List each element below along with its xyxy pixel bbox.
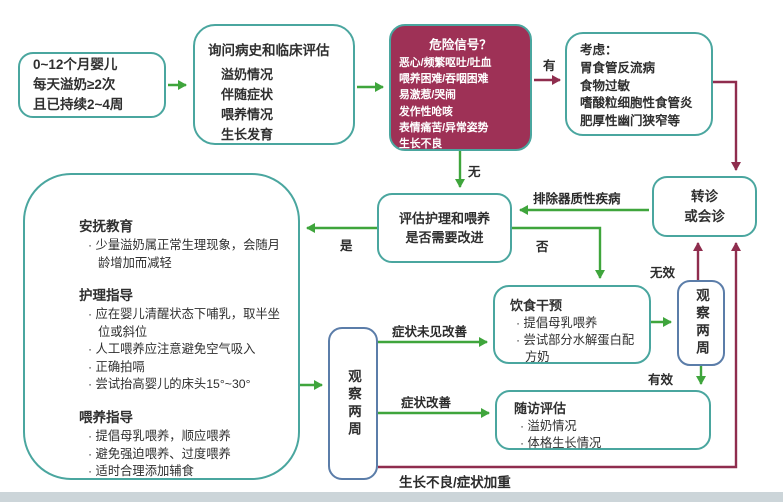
node-observe-two-weeks-mid: 观察两周 bbox=[328, 327, 378, 480]
edge-label-improve-yes: 是 bbox=[340, 239, 353, 253]
edge-label-improved: 症状改善 bbox=[401, 396, 452, 410]
node-text-line: 转诊 bbox=[691, 188, 718, 204]
edge-label-ineffective: 无效 bbox=[650, 266, 676, 280]
node-text-line: 是否需要改进 bbox=[405, 230, 484, 245]
list-item: 生长不良 bbox=[399, 137, 443, 150]
node-referral-consultation: 转诊 或会诊 bbox=[652, 176, 757, 237]
section-title: 安抚教育 bbox=[79, 219, 133, 234]
node-text-line: 每天溢奶≥2次 bbox=[33, 76, 116, 92]
node-title: 饮食干预 bbox=[510, 298, 563, 313]
arrow-consider-to-referral bbox=[713, 80, 741, 171]
edge-label-effective: 有效 bbox=[648, 373, 674, 387]
node-title: 询问病史和临床评估 bbox=[208, 43, 330, 58]
list-item: 食物过敏 bbox=[580, 78, 631, 93]
list-item: 人工喂养应注意避免空气吸入 bbox=[79, 341, 284, 359]
node-title: 观察两周 bbox=[346, 368, 361, 439]
node-evaluate-care-feeding: 评估护理和喂养 是否需要改进 bbox=[377, 193, 512, 263]
edge-label-exclude-organic: 排除器质性疾病 bbox=[533, 192, 621, 206]
list-item: 提倡母乳喂养，顺应喂养 bbox=[79, 428, 284, 446]
education-section-soothe: 安抚教育 少量溢奶属正常生理现象，会随月龄增加而减轻 bbox=[79, 215, 284, 272]
node-consider-diagnoses: 考虑： 胃食管反流病 食物过敏 嗜酸粒细胞性食管炎 肥厚性幽门狭窄等 bbox=[565, 32, 713, 136]
node-diet-intervention: 饮食干预 提倡母乳喂养 尝试部分水解蛋白配方奶 bbox=[493, 285, 651, 364]
list-item: 喂养困难/吞咽困难 bbox=[399, 73, 489, 86]
edge-label-worsening: 生长不良/症状加重 bbox=[399, 475, 511, 490]
node-text-line: 评估护理和喂养 bbox=[398, 210, 490, 226]
list-item: 提倡母乳喂养 bbox=[510, 315, 639, 332]
list-item: 肥厚性幽门狭窄等 bbox=[580, 114, 681, 128]
node-text-line: 或会诊 bbox=[684, 208, 725, 224]
node-title: 观察两周 bbox=[694, 288, 709, 358]
list-item: 少量溢奶属正常生理现象，会随月龄增加而减轻 bbox=[79, 237, 284, 272]
list-item: 胃食管反流病 bbox=[580, 60, 656, 75]
node-title: 考虑： bbox=[580, 43, 618, 57]
education-section-nursing: 护理指导 应在婴儿清醒状态下哺乳，取半坐位或斜位 人工喂养应注意避免空气吸入 正… bbox=[79, 284, 284, 394]
list-item: 应在婴儿清醒状态下哺乳，取半坐位或斜位 bbox=[79, 306, 284, 341]
list-item: 体格生长情况 bbox=[514, 435, 699, 452]
list-item: 发作性呛咳 bbox=[399, 105, 453, 118]
edge-label-has-danger: 有 bbox=[543, 59, 556, 73]
edge-label-improve-no: 否 bbox=[536, 240, 549, 254]
node-history-clinical-assessment: 询问病史和临床评估 溢奶情况 伴随症状 喂养情况 生长发育 bbox=[193, 24, 355, 145]
node-text-line: 且已持续2~4周 bbox=[33, 97, 124, 113]
node-education-guidance: 安抚教育 少量溢奶属正常生理现象，会随月龄增加而减轻 护理指导 应在婴儿清醒状态… bbox=[23, 173, 300, 480]
list-item: 尝试部分水解蛋白配方奶 bbox=[510, 332, 639, 366]
edge-label-no-danger: 无 bbox=[468, 165, 481, 179]
list-item: 伴随症状 bbox=[221, 87, 274, 103]
list-item: 生长发育 bbox=[221, 127, 274, 143]
list-item: 尝试抬高婴儿的床头15°~30° bbox=[79, 376, 284, 394]
list-item: 避免强迫喂养、过度喂养 bbox=[79, 446, 284, 464]
node-infant-criteria: 0~12个月婴儿 每天溢奶≥2次 且已持续2~4周 bbox=[18, 52, 166, 118]
list-item: 溢奶情况 bbox=[221, 67, 274, 82]
list-item: 表情痛苦/异常姿势 bbox=[399, 121, 489, 134]
edge-label-not-improved: 症状未见改善 bbox=[392, 325, 468, 339]
node-title: 危险信号？ bbox=[429, 38, 492, 52]
node-observe-two-weeks-right: 观察两周 bbox=[677, 280, 725, 366]
section-title: 护理指导 bbox=[79, 288, 133, 304]
arrow-worsening-to-referral bbox=[378, 242, 741, 469]
node-followup-evaluation: 随访评估 溢奶情况 体格生长情况 bbox=[495, 390, 711, 450]
list-item: 溢奶情况 bbox=[514, 418, 699, 435]
list-item: 正确拍嗝 bbox=[79, 359, 284, 377]
node-text-line: 0~12个月婴儿 bbox=[33, 56, 118, 72]
list-item: 喂养情况 bbox=[221, 107, 274, 123]
arrow-evaluate-no-to-diet bbox=[512, 226, 605, 279]
node-title: 随访评估 bbox=[514, 401, 567, 416]
node-danger-signals: 危险信号？ 恶心/频繁呕吐/吐血 喂养困难/吞咽困难 易激惹/哭闹 发作性呛咳 … bbox=[389, 24, 532, 151]
education-section-feeding: 喂养指导 提倡母乳喂养，顺应喂养 避免强迫喂养、过度喂养 适时合理添加辅食 bbox=[79, 406, 284, 481]
list-item: 恶心/频繁呕吐/吐血 bbox=[399, 57, 492, 69]
page-bottom-edge bbox=[0, 492, 783, 502]
list-item: 嗜酸粒细胞性食管炎 bbox=[580, 96, 693, 111]
list-item: 适时合理添加辅食 bbox=[79, 463, 284, 481]
list-item: 易激惹/哭闹 bbox=[399, 89, 456, 102]
section-title: 喂养指导 bbox=[79, 410, 133, 426]
